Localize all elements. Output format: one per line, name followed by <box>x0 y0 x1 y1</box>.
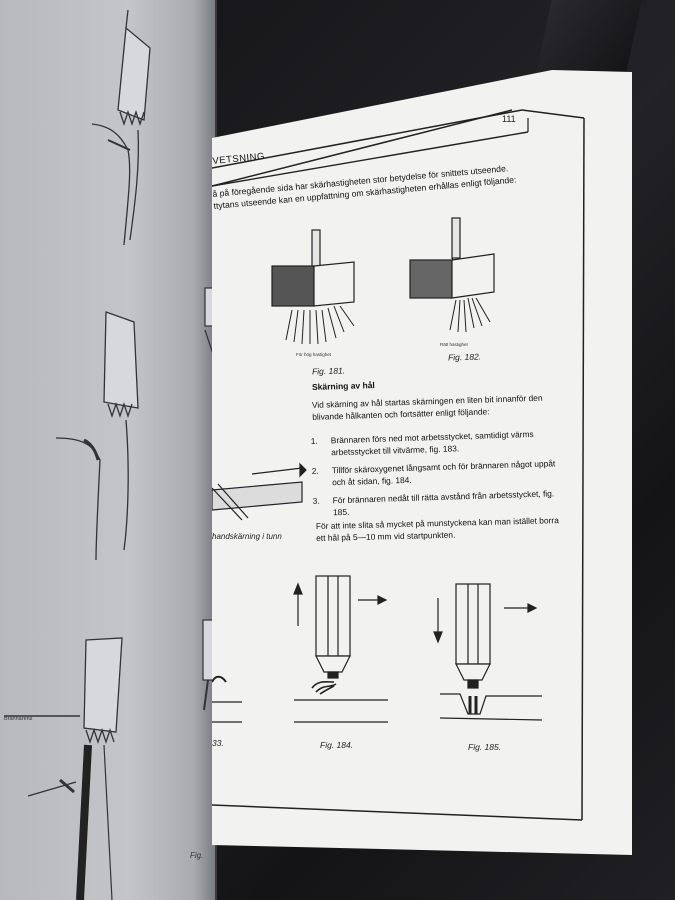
steps-list: 1. Brännaren förs ned mot arbetsstycket,… <box>311 428 564 526</box>
left-fig-label: Fig. <box>190 851 203 860</box>
list-item: 3. För brännaren nedåt till rätta avstån… <box>313 488 564 519</box>
figure-handskarning-drawing <box>212 462 307 521</box>
left-page: 175 Brännarens Fig. <box>0 0 217 900</box>
fig183-label: 33. <box>212 738 224 748</box>
right-page-number: 111 <box>502 114 516 124</box>
right-page: För hög hastighet Rätt hastighet <box>212 70 632 855</box>
step-number: 3. <box>312 495 320 506</box>
fig184-label: Fig. 184. <box>320 740 354 750</box>
figure-184-drawing <box>293 575 388 723</box>
figure-185-drawing <box>433 583 543 721</box>
fig181-label: Fig. 181. <box>311 365 346 377</box>
figure-181-drawing: För hög hastighet <box>271 229 355 357</box>
fig181-caption: För hög hastighet <box>296 352 332 357</box>
torch-illustration-middle <box>55 311 139 561</box>
left-page-label: Brännarens <box>4 716 33 722</box>
step-text: Tillför skäroxygenet långsamt och för br… <box>331 458 556 487</box>
step-number: 1. <box>310 435 318 446</box>
fig185-label: Fig. 185. <box>468 742 502 752</box>
left-page-illustrations: 175 Brännarens Fig. <box>4 9 215 900</box>
figure-183-drawing <box>212 675 242 723</box>
list-item: 2. Tillför skäroxygenet långsamt och för… <box>312 458 563 489</box>
step-text: För brännaren nedåt till rätta avstånd f… <box>332 488 555 517</box>
figure-182-drawing: Rätt hastighet <box>409 217 495 347</box>
section-title: Skärning av hål <box>311 380 375 392</box>
step-number: 2. <box>311 465 319 476</box>
fig182-label: Fig. 182. <box>447 351 482 363</box>
fig182-caption: Rätt hastighet <box>440 342 469 347</box>
torch-illustration-bottom <box>4 637 123 900</box>
right-page-frame: För hög hastighet Rätt hastighet <box>212 109 585 821</box>
handskarning-caption: handskärning i tunn <box>212 532 282 541</box>
torch-illustration-top <box>91 9 151 246</box>
